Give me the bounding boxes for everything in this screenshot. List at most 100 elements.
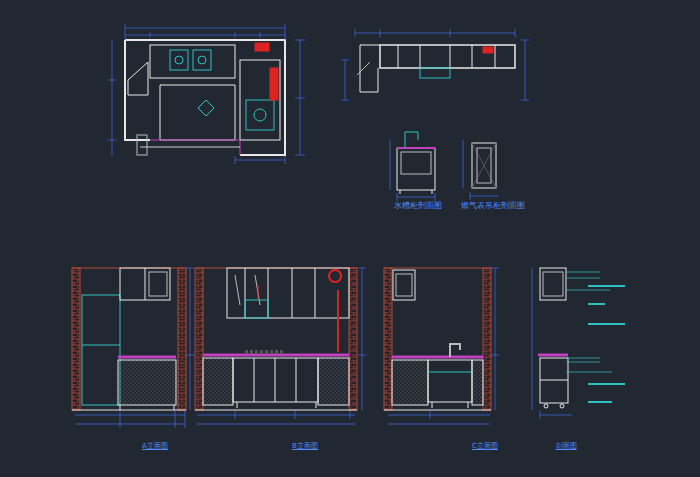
dimension-lines — [491, 268, 499, 410]
dimension-lines — [388, 411, 490, 424]
plan-view — [255, 43, 269, 51]
wall-cabinet-elevation — [357, 62, 370, 75]
wall-cabinet-elevation — [420, 68, 450, 78]
elevation-b — [195, 268, 203, 410]
elevation-a — [145, 268, 146, 300]
plan-view — [125, 40, 285, 155]
elevation-c — [393, 270, 415, 300]
view-title: 水槽柜剖面图 — [393, 201, 443, 211]
section-details — [472, 143, 496, 188]
section-details — [472, 143, 496, 188]
dimension-lines — [125, 24, 285, 40]
elevation-c — [428, 372, 472, 373]
section-details — [397, 148, 435, 190]
dimension-lines — [75, 411, 185, 428]
elevation-a — [72, 405, 186, 410]
plan-view — [246, 100, 274, 130]
elevation-b — [329, 270, 341, 352]
view-title: C立面图 — [471, 442, 499, 450]
elevation-b — [233, 358, 318, 402]
plan-view — [150, 45, 235, 78]
dimension-lines — [358, 268, 366, 410]
plan-view — [254, 109, 266, 121]
elevation-c — [392, 356, 483, 359]
dimension-lines — [341, 60, 349, 100]
plan-view — [128, 62, 148, 95]
elevation-b — [245, 350, 285, 354]
plan-view — [125, 40, 285, 155]
elevation-c — [483, 268, 491, 410]
elevation-c — [384, 268, 392, 410]
plan-view — [198, 56, 206, 64]
section-details — [405, 132, 418, 148]
section-details — [400, 190, 432, 194]
elevation-a — [118, 360, 176, 405]
dimension-lines — [463, 140, 498, 200]
elevation-a — [149, 272, 167, 296]
elevation-b — [258, 285, 259, 300]
plan-view — [193, 50, 211, 70]
elevation-a — [72, 268, 80, 410]
dimension-lines — [235, 156, 285, 164]
elevation-b — [254, 358, 296, 402]
section-view — [540, 358, 568, 403]
plan-view — [270, 68, 278, 100]
section-view — [560, 404, 564, 408]
section-view — [588, 286, 625, 402]
section-view — [540, 380, 568, 381]
plan-view — [160, 85, 235, 140]
elevation-c — [428, 360, 472, 402]
plan-view — [198, 100, 214, 116]
elevation-b — [349, 268, 357, 410]
elevation-b — [195, 268, 357, 410]
elevation-c — [384, 268, 491, 269]
dimension-lines — [108, 40, 116, 155]
section-details — [397, 132, 496, 194]
view-title: B立面图 — [291, 442, 319, 450]
dimension-lines — [295, 40, 305, 155]
dimension-lines — [521, 40, 529, 100]
elevation-a — [178, 268, 186, 410]
view-title: 燃气表吊柜剖面图 — [460, 201, 526, 211]
dimension-lines — [355, 29, 515, 37]
dimension-lines — [75, 24, 572, 428]
elevation-c — [472, 360, 483, 405]
elevation-a — [118, 356, 176, 359]
elevation-b — [227, 268, 349, 318]
elevation-c — [396, 274, 412, 296]
section-details — [397, 147, 435, 149]
elevation-a — [72, 268, 186, 410]
wall-cabinet-elevation — [357, 45, 515, 92]
dimension-lines — [197, 411, 355, 424]
elevation-b — [195, 402, 357, 410]
wall-cabinet-elevation — [398, 45, 495, 68]
section-view — [543, 272, 563, 296]
elevation-b — [245, 300, 268, 318]
plan-view — [137, 135, 147, 155]
section-view — [544, 404, 548, 408]
view-title: 剖面图 — [555, 442, 578, 450]
section-view — [538, 354, 568, 357]
section-view — [540, 268, 566, 300]
dimension-lines — [186, 268, 194, 410]
elevation-a — [120, 268, 170, 300]
elevation-c — [450, 344, 460, 357]
view-title: A立面图 — [141, 442, 169, 450]
elevation-c — [384, 402, 491, 410]
section-details — [401, 152, 431, 174]
dimension-lines — [532, 268, 572, 419]
plan-view — [170, 50, 188, 70]
section-view — [538, 268, 625, 408]
elevation-c — [392, 360, 428, 405]
plan-view — [140, 147, 240, 148]
plan-view — [175, 56, 183, 64]
dimension-lines — [390, 140, 435, 201]
elevation-a — [82, 345, 120, 346]
plan-view — [240, 60, 280, 140]
elevation-b — [203, 358, 233, 405]
elevation-a — [82, 295, 120, 405]
section-details — [477, 148, 491, 183]
wall-cabinet-elevation — [483, 47, 493, 53]
